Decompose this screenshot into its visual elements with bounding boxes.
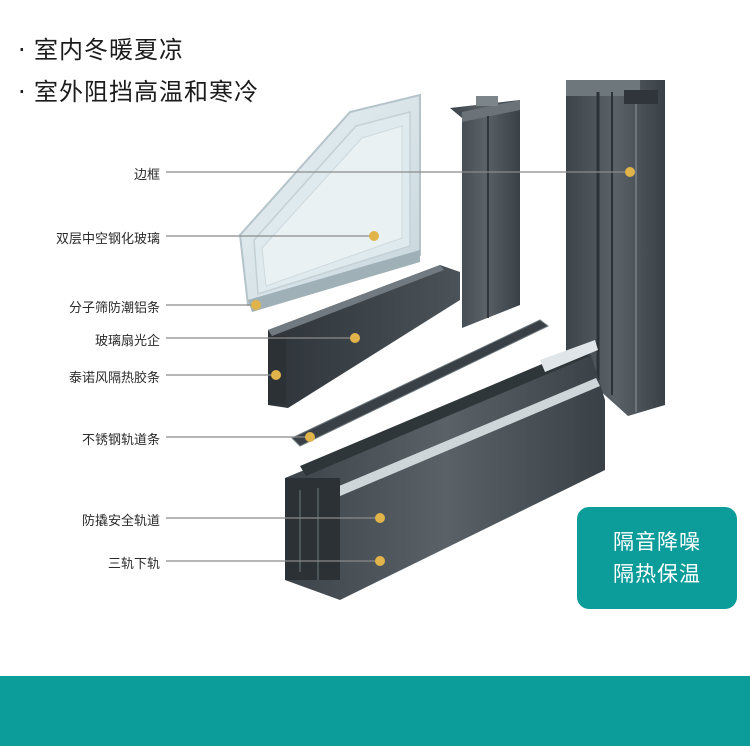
- callout-dot: [369, 231, 379, 241]
- leader-lines: [166, 171, 630, 562]
- callout-dots: [251, 167, 635, 566]
- label-stainless-rail: 不锈钢轨道条: [81, 433, 160, 448]
- three-track-bottom-rail: [285, 340, 605, 600]
- sash-vertical-profile: [450, 96, 520, 328]
- label-three-track-rail: 三轨下轨: [107, 557, 160, 572]
- bullet-marker: ·: [18, 78, 27, 106]
- feature-text: 室外阻挡高温和寒冷: [34, 78, 259, 106]
- feature-badge: 隔音降噪 隔热保温: [577, 507, 737, 609]
- label-frame: 边框: [133, 168, 160, 183]
- label-anti-pry-track: 防撬安全轨道: [81, 514, 160, 529]
- badge-line: 隔音降噪: [613, 530, 701, 554]
- label-sash: 玻璃扇光企: [94, 334, 160, 349]
- bullet-marker: ·: [18, 36, 27, 64]
- callout-dot: [375, 513, 385, 523]
- sash-horizontal-profile: [268, 265, 460, 408]
- outer-frame-profile: [566, 80, 665, 416]
- callout-dot: [271, 370, 281, 380]
- label-molecular-sieve-strip: 分子筛防潮铝条: [68, 301, 160, 316]
- stainless-rail-strip: [291, 319, 549, 447]
- feature-text: 室内冬暖夏凉: [34, 36, 184, 64]
- callout-dot: [625, 167, 635, 177]
- window-profile-diagram: [166, 80, 665, 600]
- label-glass: 双层中空钢化玻璃: [55, 232, 160, 247]
- badge-line: 隔热保温: [613, 562, 701, 586]
- callout-dot: [375, 556, 385, 566]
- double-glass-pane: [238, 93, 421, 312]
- footer-bar: [0, 676, 750, 746]
- feature-item: ·室外阻挡高温和寒冷: [18, 72, 259, 107]
- callout-dot: [305, 432, 315, 442]
- label-insulation-strip: 泰诺风隔热胶条: [68, 371, 160, 386]
- feature-item: ·室内冬暖夏凉: [18, 30, 184, 65]
- callout-dot: [251, 300, 261, 310]
- callout-dot: [350, 333, 360, 343]
